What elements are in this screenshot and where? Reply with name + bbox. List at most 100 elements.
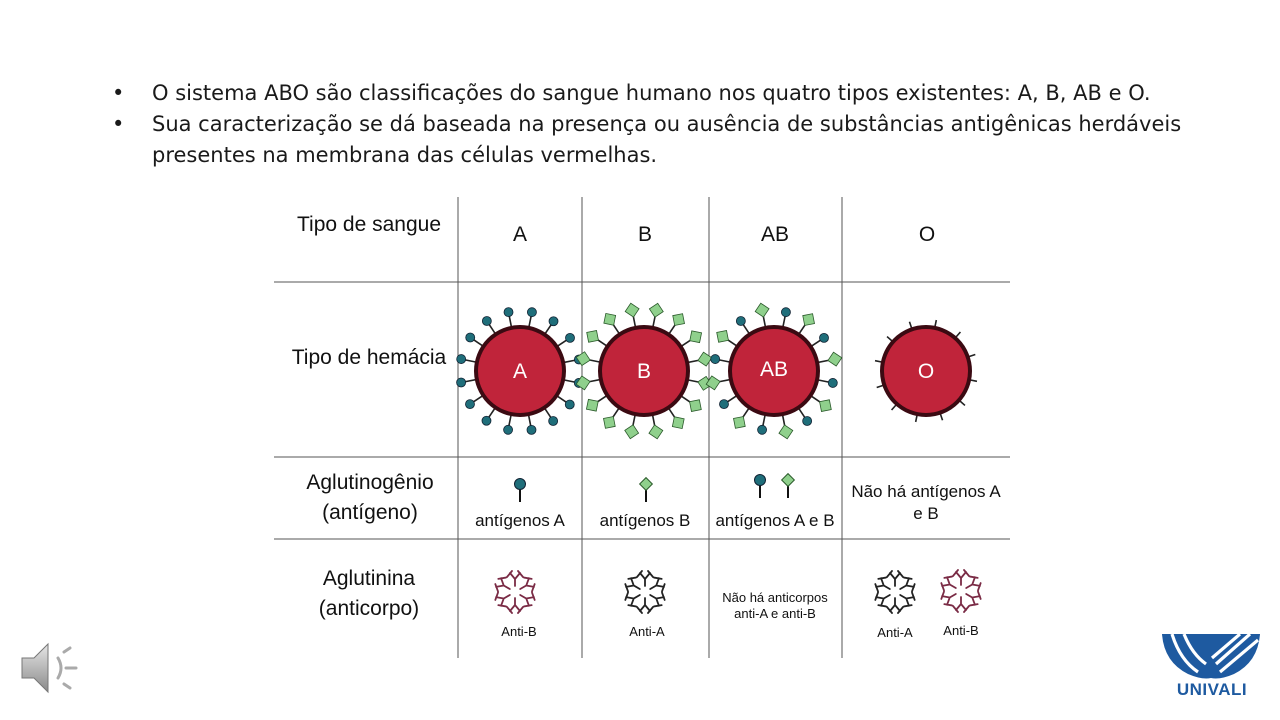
bullet-symbol: • <box>112 81 125 105</box>
antigen-a-marker <box>564 399 575 410</box>
antibody-y <box>952 569 970 586</box>
antibody-y <box>519 576 536 593</box>
antibody-y <box>636 597 654 614</box>
antigen-a-marker <box>481 316 492 326</box>
bullet-item: • O sistema ABO são classificações do san… <box>112 78 1232 109</box>
red-cell-b <box>598 325 690 417</box>
antibody-y <box>886 597 904 614</box>
antibody-arm <box>624 576 641 593</box>
antigen-b-marker <box>716 330 729 343</box>
table-grid <box>274 197 1010 658</box>
column-header-o: O <box>918 223 936 246</box>
antibody-y <box>519 591 536 608</box>
univali-logo <box>1162 632 1260 679</box>
antigen-stem <box>651 414 656 427</box>
antigen-b-marker <box>575 351 591 367</box>
antigen-b-marker <box>689 399 702 412</box>
antigen-b-marker <box>672 313 685 326</box>
antigen-b-symbol <box>638 476 654 492</box>
antibody-y <box>506 597 524 614</box>
antigen-b-marker <box>705 375 721 391</box>
antigen-a-marker <box>802 416 813 426</box>
bullet-text: Sua caracterização se dá baseada na pres… <box>152 112 1182 167</box>
antibody-arm <box>519 576 536 593</box>
antibody-arm <box>506 570 524 587</box>
antibody-y <box>965 575 982 592</box>
antibody-y <box>899 591 916 608</box>
antibody-arm <box>886 597 904 614</box>
red-cell-label-o: O <box>917 360 935 383</box>
antigen-a-marker <box>819 332 829 343</box>
antigen-stem <box>651 315 656 329</box>
row-header-red-cell: Tipo de hemácia <box>291 346 447 369</box>
bullet-text: O sistema ABO são classificações do sang… <box>152 81 1151 105</box>
antigen-stem <box>508 413 513 427</box>
red-cell-ab <box>728 325 820 417</box>
antibody-label-o-second: Anti-B <box>943 623 979 638</box>
antibody-arm <box>636 597 654 614</box>
antigen-stem <box>527 414 532 427</box>
antigen-stem <box>781 315 786 329</box>
antibody-y <box>874 576 891 593</box>
antigen-label-a: antígenos A <box>475 511 565 530</box>
antigen-b-marker <box>603 416 616 429</box>
antibody-symbols <box>494 569 982 614</box>
antigen-stem <box>718 359 732 364</box>
antigen-a-marker <box>456 377 467 388</box>
antigen-stem <box>508 315 513 328</box>
antibody-y <box>636 570 654 587</box>
antigen-stem <box>762 315 767 328</box>
antigen-b-marker <box>671 416 685 430</box>
red-cells <box>456 302 978 440</box>
antibody-arm <box>494 591 511 608</box>
antigen-b-marker <box>697 351 713 367</box>
antigen-a-marker <box>719 399 729 410</box>
antigen-b-marker <box>689 330 703 344</box>
antibody-arm <box>965 575 982 592</box>
antigen-b-marker <box>586 330 599 343</box>
antibody-arm <box>940 590 957 607</box>
antigen-a-marker <box>781 307 791 318</box>
antigen-stem <box>632 315 637 328</box>
red-cell-label-ab: AB <box>759 358 788 381</box>
antigen-a-marker <box>465 399 475 410</box>
bullet-item: • Sua caracterização se dá baseada na pre… <box>112 109 1232 171</box>
row-header-agglutinogen: Aglutinogênio (antígeno) <box>306 471 434 524</box>
antigen-a-marker <box>503 424 513 435</box>
antibody-arm <box>899 591 916 608</box>
red-cell-label-b: B <box>636 360 651 383</box>
antibody-arm <box>624 591 641 608</box>
antigen-b-marker <box>827 351 843 367</box>
antigen-a-marker <box>548 316 559 327</box>
antigen-stem <box>781 414 786 427</box>
antibody-arm <box>506 597 524 614</box>
row-header-blood-type: Tipo de sangue <box>297 213 441 236</box>
antibody-y <box>899 576 916 593</box>
antigen-a-marker <box>456 354 467 364</box>
antibody-label-o-first: Anti-A <box>877 625 913 640</box>
antigen-symbols <box>514 472 796 502</box>
antigen-b-marker <box>648 424 664 440</box>
antigen-stem <box>816 378 830 383</box>
row-header-agglutinin: Aglutinina (anticorpo) <box>318 567 420 620</box>
antibody-arm <box>874 576 891 593</box>
antigen-b-marker <box>624 302 640 318</box>
bullet-symbol: • <box>112 112 125 136</box>
antibody-arm <box>965 590 982 607</box>
antibody-y <box>624 591 641 608</box>
antibody-arm <box>649 576 666 593</box>
antigen-b-marker <box>778 424 794 440</box>
antigen-b-marker <box>575 375 591 391</box>
antigen-label-ab: antígenos A e B <box>715 511 835 530</box>
antibody-arm <box>952 596 970 613</box>
antigen-a-symbol <box>514 478 526 490</box>
speaker-icon[interactable] <box>18 636 84 700</box>
antigen-stem <box>464 359 478 364</box>
antibody-label-b: Anti-A <box>629 624 665 639</box>
red-cell-a <box>474 325 566 417</box>
antigen-b-marker <box>603 312 617 326</box>
column-header-a: A <box>512 223 527 246</box>
antibody-y <box>952 596 970 613</box>
red-cell-label-a: A <box>512 360 527 383</box>
